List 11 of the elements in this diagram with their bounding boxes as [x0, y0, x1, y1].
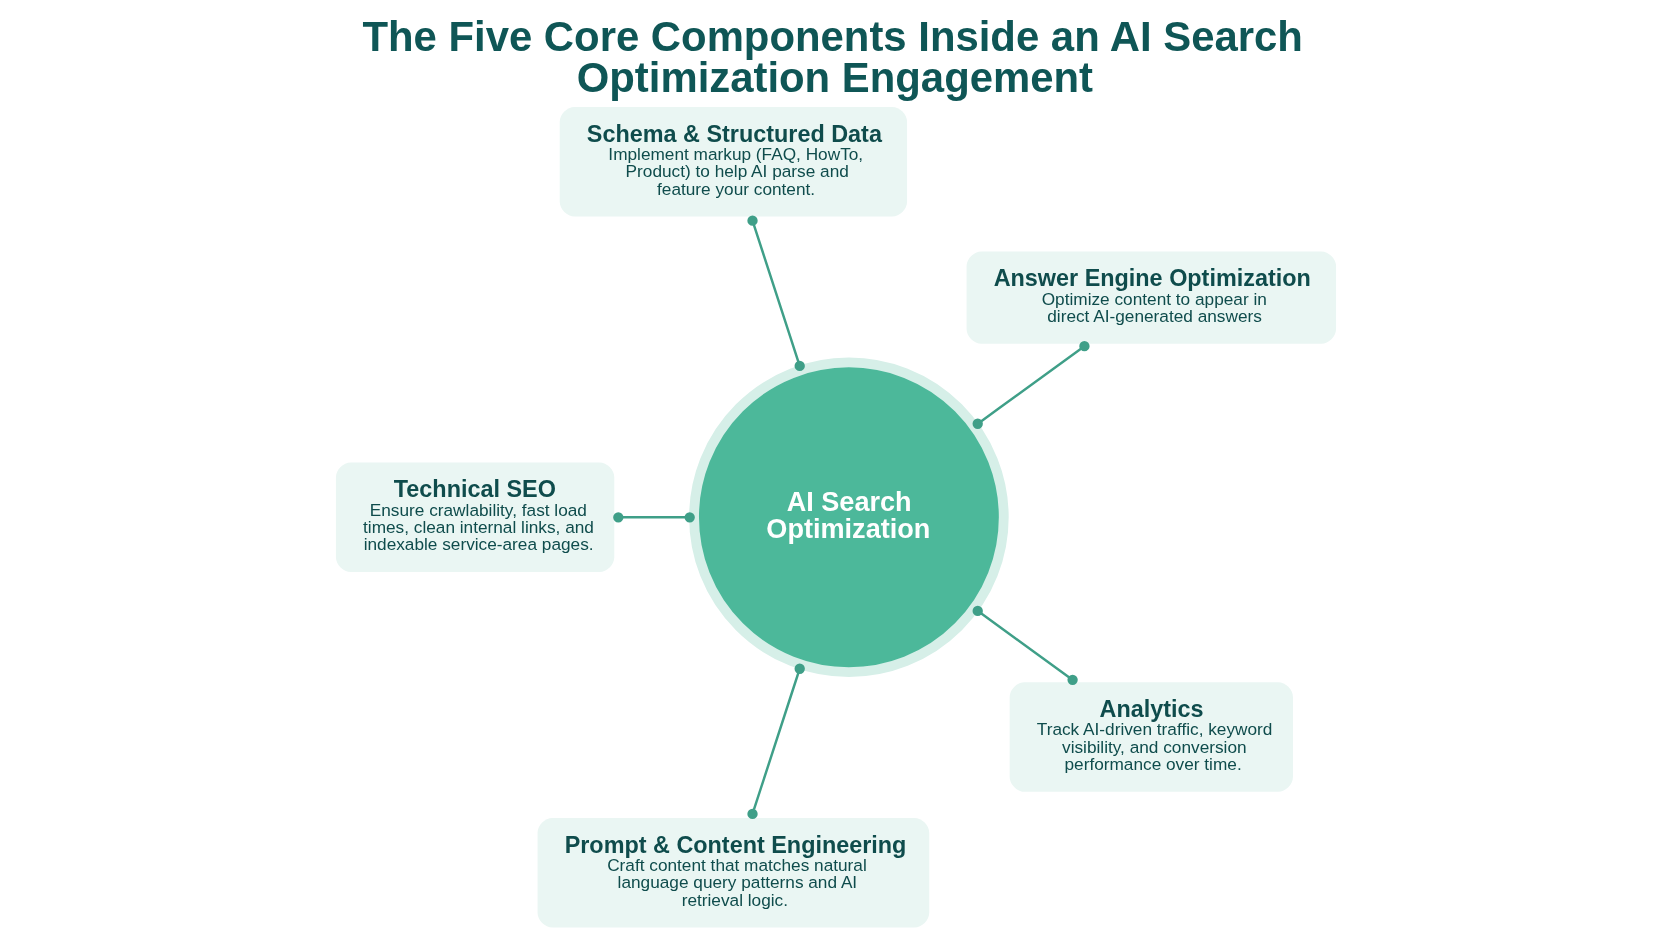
node-box: Technical SEO Ensure crawlability, fast load times, clean internal links, and indexable service-area pages.	[335, 462, 615, 573]
connector	[972, 605, 1078, 685]
node-box: Analytics Track AI-driven traffic, keyword visibility, and conversion performance over time.	[1009, 682, 1293, 792]
node-box: Prompt & Content Engineering Craft content that matches natural language query patterns and AI retrieval logic.	[537, 818, 930, 928]
connector	[972, 341, 1090, 429]
connector	[747, 663, 805, 820]
diagram-title: The Five Core Components Inside an AI Search Optimization Engagement	[362, 12, 1303, 102]
connector	[747, 215, 805, 372]
node-box: Schema & Structured Data Implement markup (FAQ, HowTo, Product) to help AI parse and feature your content.	[559, 107, 908, 217]
node-box: Answer Engine Optimization Optimize content to appear in direct AI-generated answers	[966, 251, 1337, 344]
connector	[613, 512, 695, 523]
